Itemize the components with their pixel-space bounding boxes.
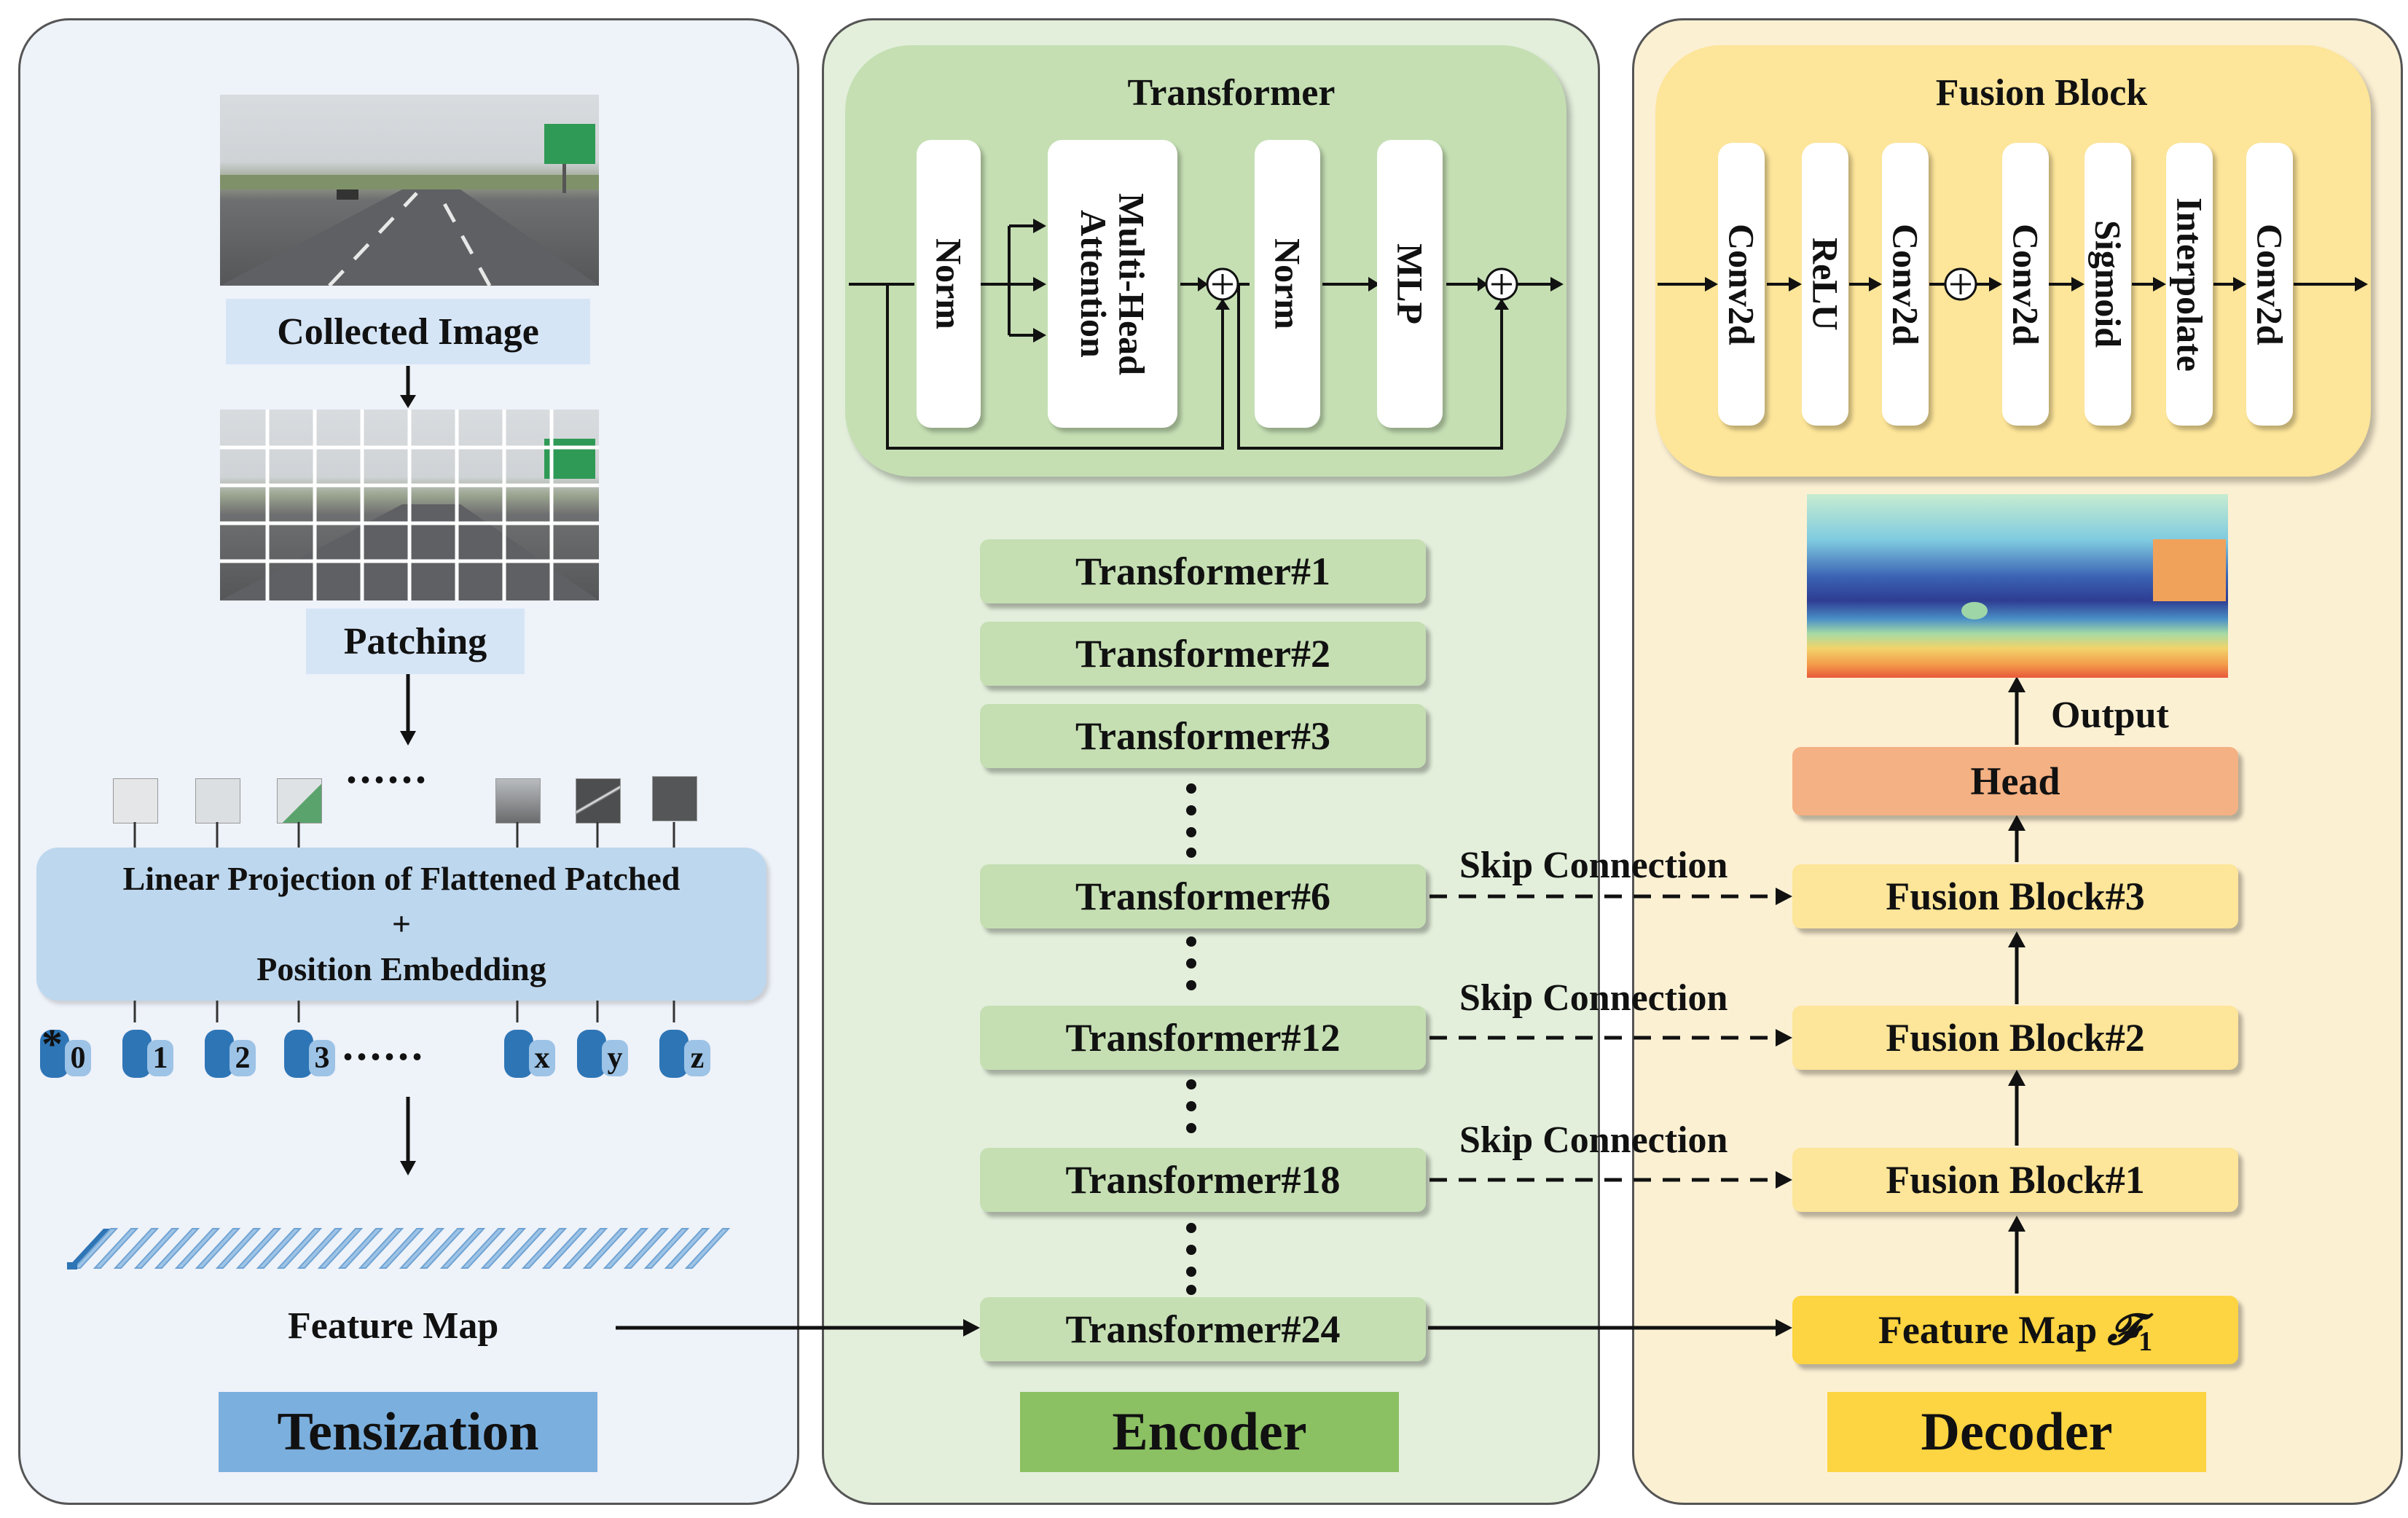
patch-thumbnail: [195, 778, 240, 823]
skip-connection-label-3: Skip Connection: [1459, 1119, 1728, 1161]
token-position: 2: [230, 1040, 256, 1076]
token-embedding: [504, 1030, 533, 1078]
collected-image-label: Collected Image: [226, 299, 590, 364]
transformer-layer-norm-2: Norm: [1255, 140, 1320, 428]
arrow-patching-to-patches: [400, 674, 416, 746]
transformer-24-box: Transformer#24: [980, 1297, 1426, 1361]
transformer-layer-norm-1: Norm: [917, 140, 981, 428]
transformer-12-box: Transformer#12: [980, 1006, 1426, 1070]
feature-map-subscript: 1: [2138, 1326, 2153, 1357]
token-connectors: [133, 1001, 675, 1022]
fusion-block-1-box: Fusion Block#1: [1792, 1148, 2238, 1212]
patches-ellipsis: ......: [346, 744, 429, 792]
patch-connectors: [133, 822, 675, 851]
feature-map-tensor-icon: [67, 1228, 731, 1269]
collected-road-image: [220, 95, 599, 286]
decoder-feature-map-label: Feature Map: [1878, 1308, 2098, 1352]
fusion-layer-interpolate: Interpolate: [2166, 143, 2213, 426]
transformer-6-box: Transformer#6: [980, 864, 1426, 928]
token-2: 2: [205, 1030, 263, 1078]
transformer-layer-mha: Multi-Head Attention: [1048, 140, 1177, 428]
transformer-2-box: Transformer#2: [980, 622, 1426, 686]
encoder-title: Encoder: [1020, 1392, 1399, 1472]
fusion-block-3-box: Fusion Block#3: [1792, 864, 2238, 928]
feature-map-label: Feature Map: [288, 1305, 499, 1347]
projection-line1: Linear Projection of Flattened Patched: [122, 859, 681, 897]
token-position: x: [529, 1040, 555, 1076]
token-embedding: [40, 1030, 69, 1078]
token-position: 1: [147, 1040, 173, 1076]
transformer-3-box: Transformer#3: [980, 704, 1426, 768]
token-embedding: [122, 1030, 152, 1078]
depth-map-output-image: [1807, 494, 2228, 678]
projection-line2: Position Embedding: [256, 950, 546, 988]
token-embedding: [284, 1030, 313, 1078]
fusion-layer-sigmoid: Sigmoid: [2085, 143, 2131, 426]
transformer-1-box: Transformer#1: [980, 539, 1426, 603]
token-y: y: [577, 1030, 635, 1078]
linear-projection-box: Linear Projection of Flattened Patched +…: [36, 848, 766, 1001]
token-embedding: [659, 1030, 689, 1078]
patch-thumbnail: [113, 778, 158, 823]
fusion-layer-relu: ReLU: [1802, 143, 1848, 426]
fusion-layer-conv2d-4: Conv2d: [2246, 143, 2293, 426]
patched-road-image: [220, 410, 599, 600]
token-3: 3: [284, 1030, 342, 1078]
skip-connection-label-2: Skip Connection: [1459, 977, 1728, 1019]
fusion-layer-conv2d-1: Conv2d: [1718, 143, 1765, 426]
patch-thumbnail: [576, 778, 621, 823]
token-position: z: [684, 1040, 710, 1076]
token-embedding: [205, 1030, 234, 1078]
token-x: x: [504, 1030, 562, 1078]
fusion-block-2-box: Fusion Block#2: [1792, 1006, 2238, 1070]
patch-thumbnail: [495, 778, 541, 823]
transformer-block-title: Transformer: [1127, 72, 1336, 114]
token-position: 0: [65, 1040, 91, 1076]
token-embedding: [577, 1030, 606, 1078]
arrow-tokens-to-feature: [400, 1097, 416, 1175]
patching-label: Patching: [306, 609, 525, 674]
head-box: Head: [1792, 747, 2238, 815]
decoder-feature-map-box: Feature Map 𝓕 1: [1792, 1296, 2238, 1364]
token-position: y: [602, 1040, 628, 1076]
class-token-star: *: [42, 1020, 63, 1068]
transformer-layer-mlp: MLP: [1377, 140, 1443, 428]
token-z: z: [659, 1030, 718, 1078]
output-label: Output: [2051, 695, 2169, 736]
fusion-layer-conv2d-2: Conv2d: [1882, 143, 1929, 426]
feature-map-symbol: 𝓕: [2107, 1306, 2139, 1353]
token-0: * 0: [40, 1020, 98, 1078]
tokens-ellipsis: ......: [342, 1021, 425, 1069]
fusion-layer-conv2d-3: Conv2d: [2002, 143, 2049, 426]
projection-plus: +: [391, 904, 412, 942]
patch-thumbnail: [652, 776, 697, 821]
token-1: 1: [122, 1030, 181, 1078]
token-position: 3: [309, 1040, 335, 1076]
fusion-block-title: Fusion Block: [1935, 72, 2148, 114]
arrow-collected-to-patching: [400, 366, 416, 408]
skip-connection-label-1: Skip Connection: [1459, 845, 1728, 886]
decoder-title: Decoder: [1827, 1392, 2206, 1472]
tensization-title: Tensization: [219, 1392, 597, 1472]
transformer-18-box: Transformer#18: [980, 1148, 1426, 1212]
